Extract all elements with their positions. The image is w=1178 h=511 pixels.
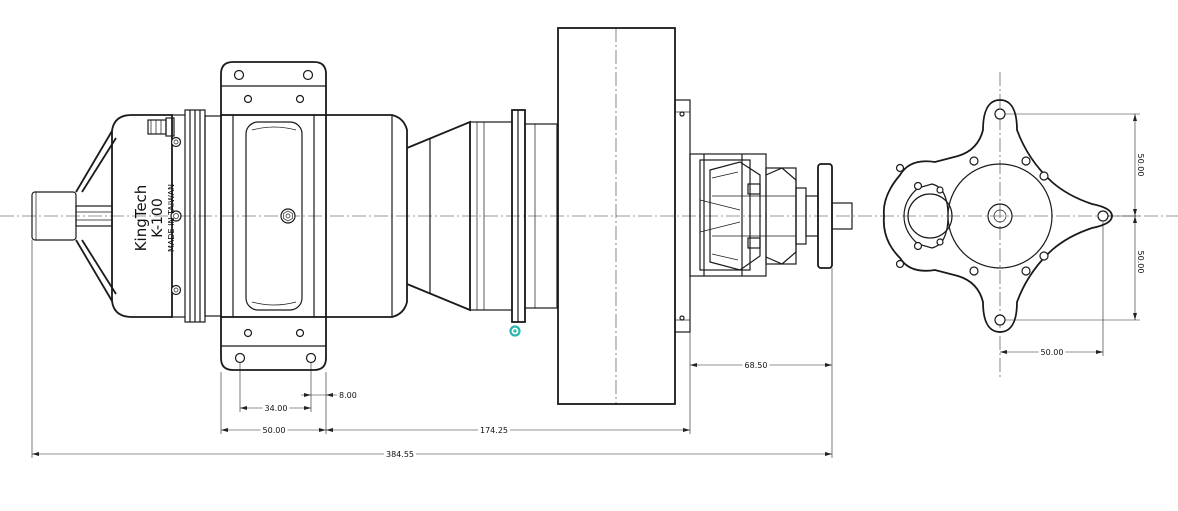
dimension-label-50-width: 50.00 <box>1041 348 1064 357</box>
dimension-label-34: 34.00 <box>265 404 288 413</box>
engine-origin-label: MADE IN TAIWAN <box>167 184 176 252</box>
dimension-rear-view-width: 50.00 <box>1000 222 1104 357</box>
engine-case <box>326 109 558 323</box>
rear-view <box>882 99 1113 333</box>
dimension-mount-hole-offset: 8.00 <box>301 372 359 412</box>
top-mount-bracket <box>220 61 327 115</box>
bottom-mount-bracket <box>220 317 327 371</box>
output-shaft <box>805 163 853 269</box>
front-housing: KingTech K-100 MADE IN TAIWAN <box>111 109 222 323</box>
dimension-label-8: 8.00 <box>339 391 357 400</box>
dimension-tailpipe-length: 68.50 <box>690 361 832 370</box>
dimension-rear-view-height-bottom: 50.00 <box>1005 216 1145 321</box>
dimension-mount-flange-width: 50.00 <box>220 372 327 435</box>
engine-brand-label: KingTech <box>132 185 150 252</box>
dimension-mount-hole-spacing: 34.00 <box>239 362 312 413</box>
dimension-label-384: 384.55 <box>386 450 414 459</box>
dimension-mount-to-exhaust: 174.25 <box>326 332 691 435</box>
mount-band <box>220 114 327 318</box>
dimension-label-50-top: 50.00 <box>1136 154 1145 177</box>
dimension-overall-length: 384.55 <box>31 240 833 459</box>
engine-model-label: K-100 <box>150 198 166 237</box>
cursor-marker <box>509 325 521 337</box>
dimension-label-50-flange: 50.00 <box>263 426 286 435</box>
dimension-label-174: 174.25 <box>480 426 508 435</box>
dimension-label-50-bottom: 50.00 <box>1136 251 1145 274</box>
gearbox-assembly <box>689 153 807 277</box>
dimension-label-68: 68.50 <box>745 361 768 370</box>
dimension-rear-view-height-top: 50.00 <box>1005 113 1145 217</box>
